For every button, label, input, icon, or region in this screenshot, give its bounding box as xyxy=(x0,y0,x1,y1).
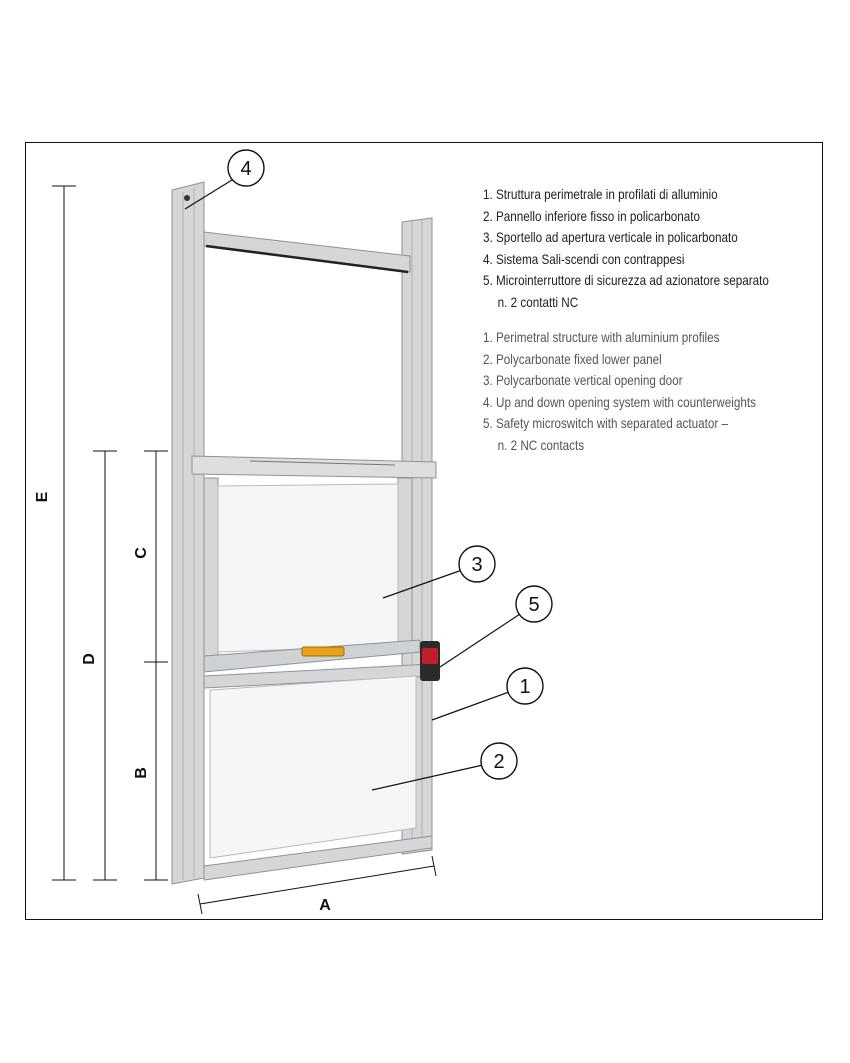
sliding-door xyxy=(203,477,421,673)
callout-5: 5 xyxy=(439,585,553,668)
diagram-border xyxy=(25,142,823,920)
legend-en-item: 5. Safety microswitch with separated act… xyxy=(483,416,728,432)
legend-en-item: 4. Up and down opening system with count… xyxy=(483,394,756,410)
top-rail xyxy=(203,231,411,273)
legend-it-item: 3. Sportello ad apertura verticale in po… xyxy=(483,230,738,246)
dimension-b xyxy=(144,662,168,881)
dimension-e-label: E xyxy=(34,491,51,502)
legend-en-item: 3. Polycarbonate vertical opening door xyxy=(483,373,683,389)
callout-4-label: 4 xyxy=(240,158,251,180)
dimension-b-label: B xyxy=(133,767,150,779)
legend-italian: 1. Struttura perimetrale in profilati di… xyxy=(483,184,780,314)
callout-1: 1 xyxy=(431,667,544,721)
legend-en-item: 2. Polycarbonate fixed lower panel xyxy=(483,351,662,367)
legend-it-item: 1. Struttura perimetrale in profilati di… xyxy=(483,187,718,202)
callout-4: 4 xyxy=(184,149,265,210)
dimension-a-label: A xyxy=(319,897,331,914)
legend-it-item: 2. Pannello inferiore fisso in policarbo… xyxy=(483,208,701,224)
dimension-e xyxy=(52,185,76,881)
legend-en-item: n. 2 NC contacts xyxy=(497,437,585,453)
legend-it-item: 4. Sistema Sali-scendi con contrappesi xyxy=(483,251,685,267)
callout-3-label: 3 xyxy=(471,554,482,576)
post-hole xyxy=(184,195,190,201)
legend-english: 1. Perimetral structure with aluminium p… xyxy=(483,327,780,457)
left-post xyxy=(171,181,205,885)
microswitch xyxy=(420,641,440,681)
dimension-a xyxy=(197,855,437,915)
handle xyxy=(301,646,345,657)
callout-2-label: 2 xyxy=(493,751,504,773)
callout-2: 2 xyxy=(371,742,518,791)
crossbar xyxy=(191,455,437,479)
dimension-c-label: C xyxy=(133,547,150,559)
legend-it-item: 5. Microinterruttore di sicurezza ad azi… xyxy=(483,273,769,289)
bottom-rail xyxy=(203,835,433,881)
dimension-d-label: D xyxy=(81,653,98,665)
dimension-d xyxy=(93,450,117,881)
legend-it-item: n. 2 contatti NC xyxy=(497,294,579,310)
fixed-panel xyxy=(203,663,433,859)
legend-en-item: 1. Perimetral structure with aluminium p… xyxy=(483,330,720,345)
callout-5-label: 5 xyxy=(528,594,539,616)
callout-1-label: 1 xyxy=(519,676,530,698)
callout-3: 3 xyxy=(382,545,496,599)
